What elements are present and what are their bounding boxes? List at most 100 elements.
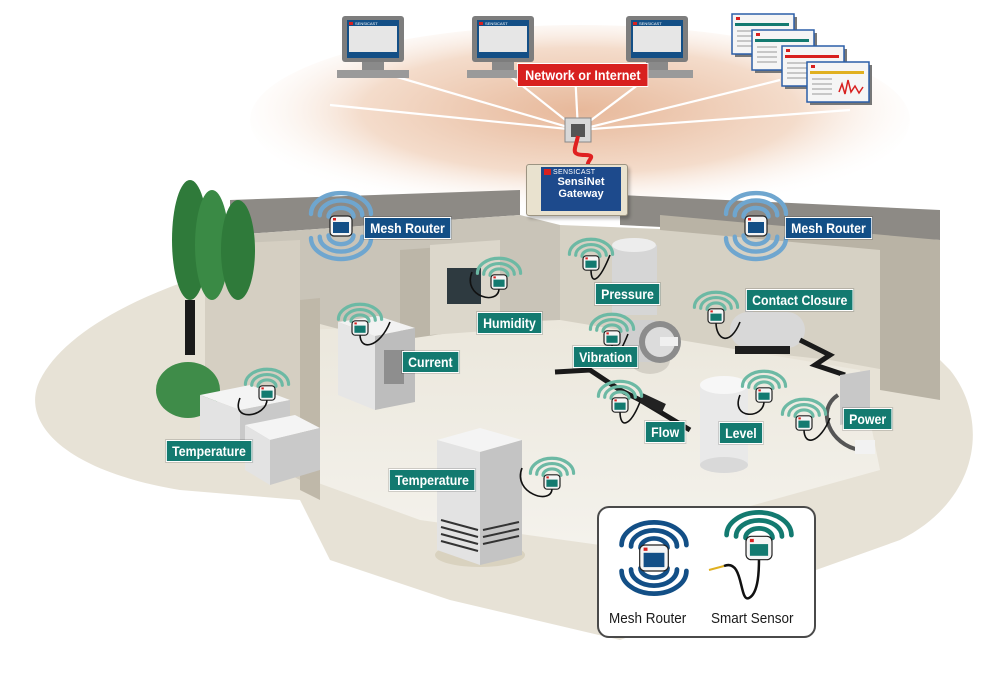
network-jack <box>564 117 594 170</box>
wireless-wave-icon <box>475 256 523 275</box>
window-header-bar <box>785 55 839 58</box>
monitor-brand-text: SENSICAST <box>485 21 508 26</box>
tree <box>195 190 229 300</box>
roof-left <box>230 190 520 235</box>
pressure-label: Pressure <box>595 283 661 305</box>
smart-sensor-screen <box>798 420 810 428</box>
wireless-wave-icon <box>336 302 384 321</box>
sensicast-logo-icon <box>349 22 353 25</box>
smart-sensor-screen <box>261 390 273 398</box>
mesh-router-label-right: Mesh Router <box>785 217 872 239</box>
legend-mesh-router-text: Mesh Router <box>609 610 687 627</box>
keyboard <box>621 70 693 78</box>
wireless-wave-icon <box>793 408 815 418</box>
sensor-cable <box>715 321 741 339</box>
wireless-wave-icon <box>741 205 771 219</box>
wireless-wave-icon <box>747 375 781 389</box>
legend-graphics <box>619 510 794 600</box>
current-label: Current <box>402 351 459 373</box>
sensicast-logo-icon <box>493 276 496 279</box>
mesh-router-screen <box>643 552 665 568</box>
sensicast-logo-icon <box>546 476 549 479</box>
wireless-wave-icon <box>628 567 680 588</box>
wireless-wave-icon <box>741 233 771 247</box>
sensicast-logo-icon <box>261 387 264 390</box>
sensor-cable <box>803 417 831 441</box>
sensicast-logo-icon <box>811 65 815 68</box>
wireless-wave-icon <box>733 518 785 539</box>
sensor-cable <box>619 401 641 424</box>
sensicast-logo-icon <box>643 547 648 551</box>
gateway-title-line1: SensiNet <box>557 176 605 188</box>
smart-sensor <box>567 237 615 280</box>
wireless-wave-icon <box>580 248 602 258</box>
wireless-wave-icon <box>619 520 689 548</box>
smart-sensor-screen <box>710 313 722 321</box>
report-windows <box>731 13 872 105</box>
sensicast-logo-icon <box>798 417 801 420</box>
smart-sensor-screen <box>354 325 366 333</box>
gateway-display: SENSICAST SensiNet Gateway <box>541 167 621 211</box>
mesh-router-label-left: Mesh Router <box>364 217 451 239</box>
sensicast-logo-icon <box>749 538 754 543</box>
wireless-wave-icon <box>349 313 371 323</box>
sensicast-logo-icon <box>786 49 790 52</box>
wireless-wave-icon <box>724 510 794 538</box>
sensicast-logo-icon <box>758 389 761 392</box>
smart-sensor-screen <box>614 402 626 410</box>
wireless-wave-icon <box>482 262 516 276</box>
wireless-wave-icon <box>317 234 365 254</box>
wireless-wave-icon <box>535 462 569 476</box>
smart-sensor-screen <box>546 479 558 487</box>
smart-sensor <box>336 302 391 346</box>
wireless-wave-icon <box>780 397 828 416</box>
tree <box>221 200 255 300</box>
monitor-window <box>633 26 681 52</box>
flow-label: Flow <box>645 421 686 443</box>
wireless-wave-icon <box>603 385 637 399</box>
smart-sensor <box>780 397 831 441</box>
keyboard <box>337 70 409 78</box>
smart-sensor <box>737 369 788 416</box>
wireless-wave-icon <box>619 568 689 596</box>
wireless-wave-icon <box>256 378 278 388</box>
window-header-bar <box>810 71 864 74</box>
sensor-cable <box>737 394 765 416</box>
wireless-wave-icon <box>601 323 623 333</box>
smart-sensor <box>596 379 644 424</box>
sensicast-logo-icon <box>479 22 483 25</box>
mesh-router-screen <box>748 222 764 233</box>
right-room-wall <box>660 215 940 400</box>
probe-tip <box>708 565 725 571</box>
level-label: Level <box>719 422 763 444</box>
wireless-wave-icon <box>732 234 780 254</box>
power-label: Power <box>843 408 893 430</box>
temperature-label-center: Temperature <box>389 469 476 491</box>
sensor-cable <box>723 557 761 600</box>
contact-closure-label: Contact Closure <box>746 289 854 311</box>
sensicast-logo-icon <box>606 332 609 335</box>
wireless-wave-icon <box>628 528 680 549</box>
wireless-wave-icon <box>326 233 356 247</box>
sensor-cable <box>590 254 611 280</box>
window-header-bar <box>755 39 809 42</box>
wireless-wave-icon <box>787 403 821 417</box>
wireless-wave-icon <box>699 296 733 310</box>
mesh-router-screen <box>333 222 349 233</box>
wireless-wave-icon <box>588 312 636 331</box>
smart-sensor-screen <box>606 335 618 343</box>
computer-monitor-icon: SENSICAST <box>621 16 693 78</box>
monitor-stand <box>646 62 668 70</box>
wireless-wave-icon <box>743 526 775 541</box>
wireless-wave-icon <box>732 198 780 218</box>
vibration-label: Vibration <box>573 346 639 368</box>
smart-sensor-screen <box>758 392 770 400</box>
sensicast-logo-icon <box>544 169 551 176</box>
gateway-title-line2: Gateway <box>558 188 604 200</box>
monitor-brand-text: SENSICAST <box>355 21 378 26</box>
wireless-wave-icon <box>609 390 631 400</box>
wireless-wave-icon <box>308 190 374 217</box>
wireless-wave-icon <box>638 536 670 551</box>
